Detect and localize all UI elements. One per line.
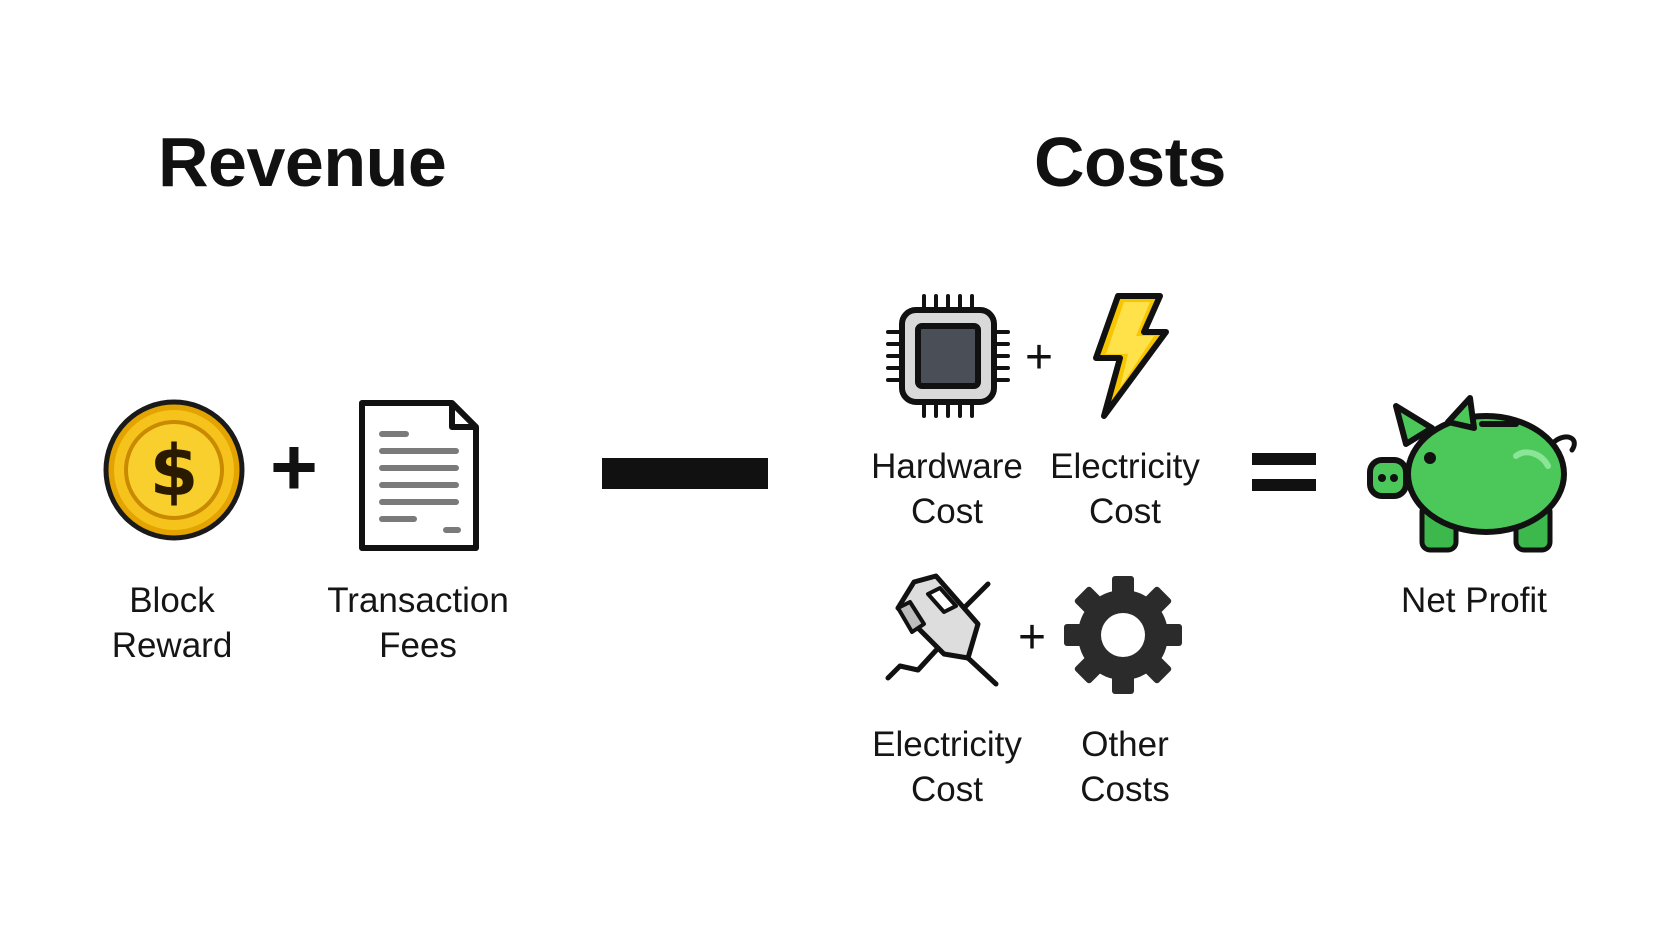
lightning-bolt-icon	[1084, 292, 1172, 420]
power-plug-icon	[884, 572, 1004, 688]
cpu-chip-icon	[884, 292, 1012, 420]
other-costs-line2: Costs	[1080, 770, 1170, 809]
plus-operator-top: +	[1025, 331, 1054, 384]
svg-text:$: $	[150, 430, 199, 512]
gear-icon	[1064, 576, 1182, 694]
electricity-cost-top-line2: Cost	[1089, 492, 1161, 531]
equals-icon	[1252, 453, 1316, 491]
piggy-bank-icon	[1366, 395, 1582, 556]
electricity-cost-top-line1: Electricity	[1050, 447, 1200, 486]
document-icon	[356, 397, 482, 554]
other-costs-label: Other Costs	[1040, 722, 1210, 812]
hardware-cost-line2: Cost	[911, 492, 983, 531]
transaction-fees-line2: Fees	[379, 626, 457, 665]
electricity-cost-bottom-label: Electricity Cost	[862, 722, 1032, 812]
hardware-cost-line1: Hardware	[871, 447, 1023, 486]
transaction-fees-line1: Transaction	[327, 581, 509, 620]
equals-top-bar	[1252, 453, 1316, 465]
dollar-coin-icon: $	[102, 398, 246, 542]
costs-heading: Costs	[1034, 123, 1226, 201]
block-reward-line1: Block	[129, 581, 215, 620]
other-costs-line1: Other	[1081, 725, 1169, 764]
block-reward-line2: Reward	[111, 626, 233, 665]
hardware-cost-label: Hardware Cost	[862, 444, 1032, 534]
block-reward-label: Block Reward	[96, 578, 248, 668]
electricity-cost-bottom-line2: Cost	[911, 770, 983, 809]
transaction-fees-label: Transaction Fees	[318, 578, 518, 668]
electricity-cost-bottom-line1: Electricity	[872, 725, 1022, 764]
plus-operator-bottom: +	[1018, 611, 1047, 664]
minus-bar-icon	[602, 458, 768, 489]
electricity-cost-top-label: Electricity Cost	[1040, 444, 1210, 534]
net-profit-label: Net Profit	[1401, 581, 1547, 620]
equals-bottom-bar	[1252, 479, 1316, 491]
revenue-heading: Revenue	[158, 123, 447, 201]
plus-operator: +	[270, 422, 318, 513]
